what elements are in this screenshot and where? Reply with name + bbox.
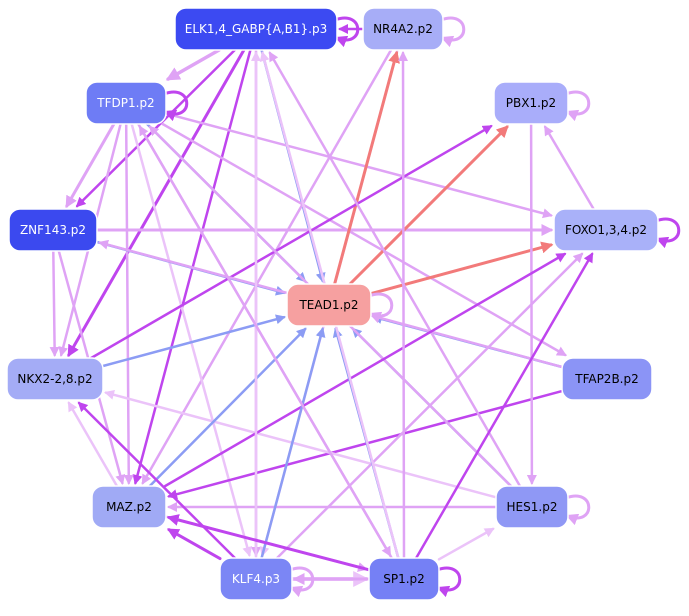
node-box [561, 357, 653, 401]
edge-sp1-to-tfdp1 [138, 125, 393, 560]
edge-tfdp1-to-foxo [164, 112, 553, 219]
edge-sp1-to-foxo [414, 252, 594, 560]
node-box [368, 557, 440, 601]
node-label: ZNF143.p2 [20, 223, 86, 237]
node-hes1[interactable]: HES1.p2 [495, 485, 569, 529]
self-loop-nr4a2 [440, 16, 466, 48]
edge-elk-to-tfdp1 [165, 48, 221, 81]
node-label: NR4A2.p2 [373, 22, 433, 36]
node-box [495, 485, 569, 529]
edge-maz-to-tead1 [148, 327, 307, 488]
self-loop-sp1 [436, 566, 462, 598]
edge-klf4-to-nkx [77, 401, 237, 560]
node-pbx1[interactable]: PBX1.p2 [493, 81, 569, 125]
edge-maz-to-nkx [67, 401, 119, 488]
self-loop-elk [334, 16, 360, 48]
edge-tead1-to-nr4a2 [333, 50, 400, 286]
node-label: ELK1,4_GABP{A,B1}.p3 [185, 22, 327, 36]
node-box [85, 81, 167, 125]
edge-sp1-to-hes1 [437, 527, 495, 561]
edge-tead1-to-foxo [369, 241, 554, 296]
node-elk[interactable]: ELK1,4_GABP{A,B1}.p3 [174, 7, 338, 51]
node-box [174, 7, 338, 51]
node-box [362, 7, 444, 51]
edge-layer [49, 24, 595, 587]
self-loop-foxo [655, 217, 681, 249]
self-loop-layer [163, 16, 681, 598]
node-box [91, 485, 167, 529]
node-tfdp1[interactable]: TFDP1.p2 [85, 81, 167, 125]
edge-tfdp1-to-tfap2b [161, 122, 567, 357]
edge-sp1-to-nr4a2 [398, 51, 409, 560]
edge-klf4-to-maz [166, 528, 222, 561]
edge-tfdp1-to-znf143 [65, 122, 116, 209]
edge-elk-to-znf143 [75, 48, 237, 208]
node-label: MAZ.p2 [106, 500, 152, 514]
node-klf4[interactable]: KLF4.p3 [219, 557, 293, 601]
node-label: NKX2-2,8.p2 [17, 372, 92, 386]
node-foxo[interactable]: FOXO1,3,4.p2 [553, 208, 659, 252]
node-label: TFAP2B.p2 [574, 372, 639, 386]
self-loop-tead1 [368, 292, 394, 324]
edge-znf143-to-nkx [49, 249, 60, 357]
node-nkx[interactable]: NKX2-2,8.p2 [6, 357, 104, 401]
edge-foxo-to-pbx1 [543, 125, 595, 211]
node-box [219, 557, 293, 601]
node-label: SP1.p2 [383, 572, 425, 586]
edge-klf4-to-tead1 [260, 327, 326, 560]
self-loop-tfdp1 [163, 90, 189, 122]
edge-nkx-to-pbx1 [89, 124, 493, 360]
node-label: FOXO1,3,4.p2 [565, 223, 647, 237]
node-maz[interactable]: MAZ.p2 [91, 485, 167, 529]
edge-elk-to-nkx [67, 48, 246, 358]
edge-nkx-to-tead1 [101, 314, 286, 368]
edge-tfap2b-to-maz [167, 389, 564, 500]
node-nr4a2[interactable]: NR4A2.p2 [362, 7, 444, 51]
node-label: PBX1.p2 [506, 96, 556, 110]
edge-sp1-to-maz [166, 514, 371, 572]
node-box [286, 283, 372, 327]
node-box [493, 81, 569, 125]
node-label: KLF4.p3 [232, 572, 280, 586]
node-box [8, 208, 98, 252]
edge-hes1-to-elk [268, 51, 522, 488]
edge-nr4a2-to-maz [141, 48, 393, 485]
node-znf143[interactable]: ZNF143.p2 [8, 208, 98, 252]
edge-hes1-to-nkx [104, 389, 498, 499]
edge-tfdp1-to-klf4 [130, 122, 253, 557]
node-label: TFDP1.p2 [96, 96, 154, 110]
self-loop-pbx1 [565, 90, 591, 122]
node-tfap2b[interactable]: TFAP2B.p2 [561, 357, 653, 401]
node-box [553, 208, 659, 252]
edge-maz-to-foxo [163, 252, 567, 488]
self-loop-klf4 [289, 566, 315, 598]
edge-klf4-to-foxo [275, 252, 584, 560]
edge-tead1-to-pbx1 [348, 125, 509, 286]
node-label: HES1.p2 [507, 500, 558, 514]
self-loop-hes1 [565, 494, 591, 526]
node-label: TEAD1.p2 [298, 298, 358, 312]
edge-tfdp1-to-maz [123, 122, 134, 485]
node-tead1[interactable]: TEAD1.p2 [286, 283, 372, 327]
node-sp1[interactable]: SP1.p2 [368, 557, 440, 601]
node-box [6, 357, 104, 401]
